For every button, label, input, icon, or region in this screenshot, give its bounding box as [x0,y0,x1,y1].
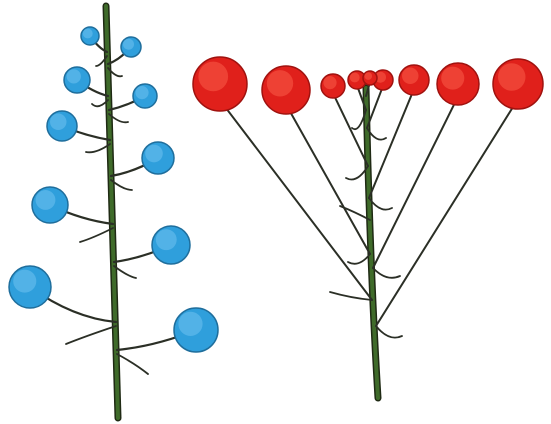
left-flower-highlight [67,69,81,83]
right-flower-highlight [402,68,419,85]
left-flower [32,187,68,223]
left-flower-highlight [123,39,134,50]
left-flower [133,84,157,108]
left-flower [81,27,99,45]
left-flower-highlight [13,270,36,293]
right-flower [262,66,310,114]
left-flower [64,67,90,93]
right-flower [363,71,377,85]
right-pedicel [376,99,518,326]
left-flower [47,111,77,141]
right-pedicel [373,97,458,268]
right-pedicel [286,104,370,254]
right-flower-highlight [441,67,464,90]
right-flower-highlight [350,73,360,83]
right-pedicel [333,93,368,166]
right-pedicel [220,100,372,300]
left-bract [86,144,110,152]
left-bract [117,354,148,374]
left-flower [9,266,51,308]
left-flower [174,308,218,352]
left-flower-highlight [178,312,202,336]
right-bract [373,268,400,278]
right-flower-highlight [323,76,336,89]
right-flower [321,74,345,98]
right-inflorescence [193,57,543,398]
right-flower-highlight [364,72,372,80]
right-flower [399,65,429,95]
left-flower-highlight [156,229,177,250]
left-flower-highlight [135,86,148,99]
right-bract [376,326,402,338]
left-bract [80,228,113,242]
right-bract [340,206,370,220]
left-flower-highlight [145,145,163,163]
right-flower-highlight [267,70,293,96]
right-flower-highlight [498,63,526,91]
left-flower-highlight [83,29,93,39]
left-flower [121,37,141,57]
left-flower-highlight [50,114,67,131]
left-inflorescence [9,6,218,418]
right-bract [348,254,370,264]
right-flower [493,59,543,109]
left-flower [142,142,174,174]
right-flower-highlight [198,62,228,92]
left-flower-highlight [36,190,56,210]
right-flower [193,57,247,111]
right-flower [437,63,479,105]
left-bract [66,326,116,344]
left-flower [152,226,190,264]
